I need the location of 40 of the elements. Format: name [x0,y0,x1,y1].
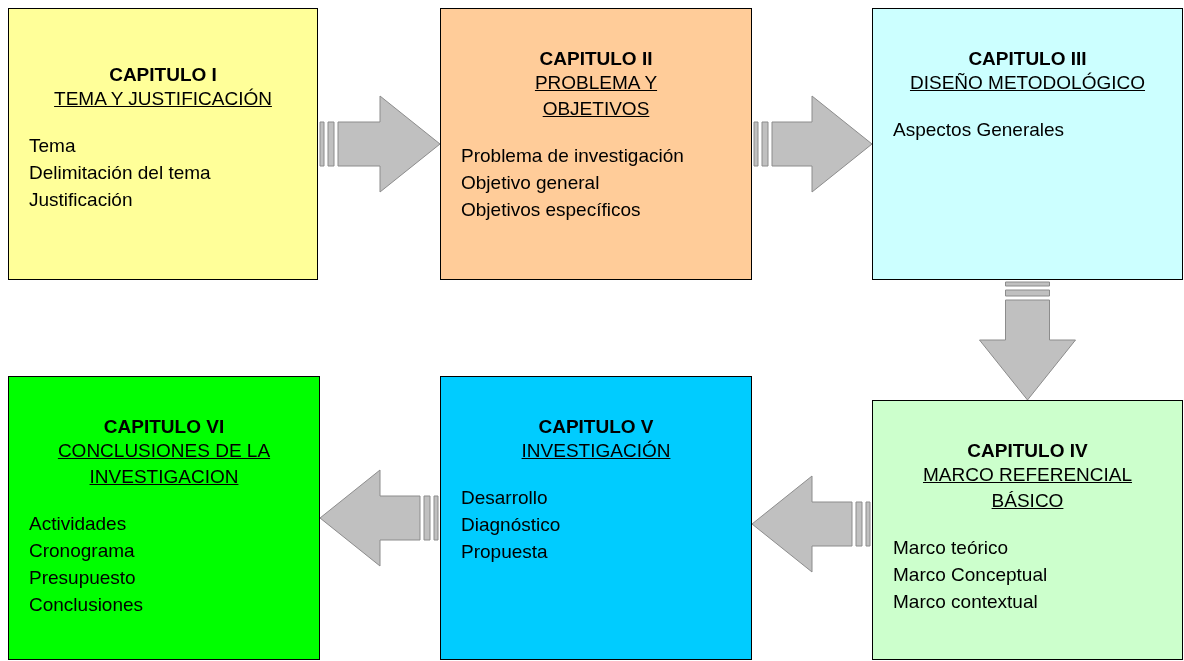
topic-item: Propuesta [461,540,548,564]
chapter-box [8,376,320,660]
block-arrow [753,95,873,193]
topic-item: Objetivos específicos [461,198,641,222]
chapter-box [440,8,752,280]
block-arrow [979,281,1076,401]
topic-item: Desarrollo [461,486,548,510]
topic-item: Marco Conceptual [893,563,1048,587]
topic-item: Marco teórico [893,536,1009,560]
chapter-box [872,400,1183,660]
topic-item: Diagnóstico [461,513,561,537]
topic-item: Objetivo general [461,171,600,195]
topic-item: Cronograma [29,539,135,563]
topic-item: Tema [29,134,76,158]
topic-item: Presupuesto [29,566,136,590]
chapter-number: CAPITULO IV [967,439,1088,462]
topic-item: Aspectos Generales [893,118,1065,142]
chapter-box [872,8,1183,280]
block-arrow [751,475,871,573]
topic-item: Conclusiones [29,593,144,617]
chapter-box [440,376,752,660]
chapter-number: CAPITULO III [968,47,1087,70]
chapter-title: TEMA Y JUSTIFICACIÓN [54,87,272,111]
chapter-title: CONCLUSIONES DE LA INVESTIGACION [56,439,272,489]
chapter-title: MARCO REFERENCIAL BÁSICO [922,463,1133,513]
chapter-title: INVESTIGACIÓN [521,439,671,463]
topic-item: Problema de investigación [461,144,684,168]
chapter-title: PROBLEMA Y OBJETIVOS [533,71,659,121]
chapter-number: CAPITULO VI [103,415,225,438]
block-arrow [319,95,441,193]
chapter-number: CAPITULO II [539,47,653,70]
block-arrow [319,469,439,567]
chapter-number: CAPITULO I [109,63,217,86]
chapter-title: DISEÑO METODOLÓGICO [909,71,1146,95]
chapter-number: CAPITULO V [538,415,654,438]
topic-item: Marco contextual [893,590,1038,614]
topic-item: Actividades [29,512,127,536]
topic-item: Justificación [29,188,133,212]
chapter-box [8,8,318,280]
topic-item: Delimitación del tema [29,161,211,185]
